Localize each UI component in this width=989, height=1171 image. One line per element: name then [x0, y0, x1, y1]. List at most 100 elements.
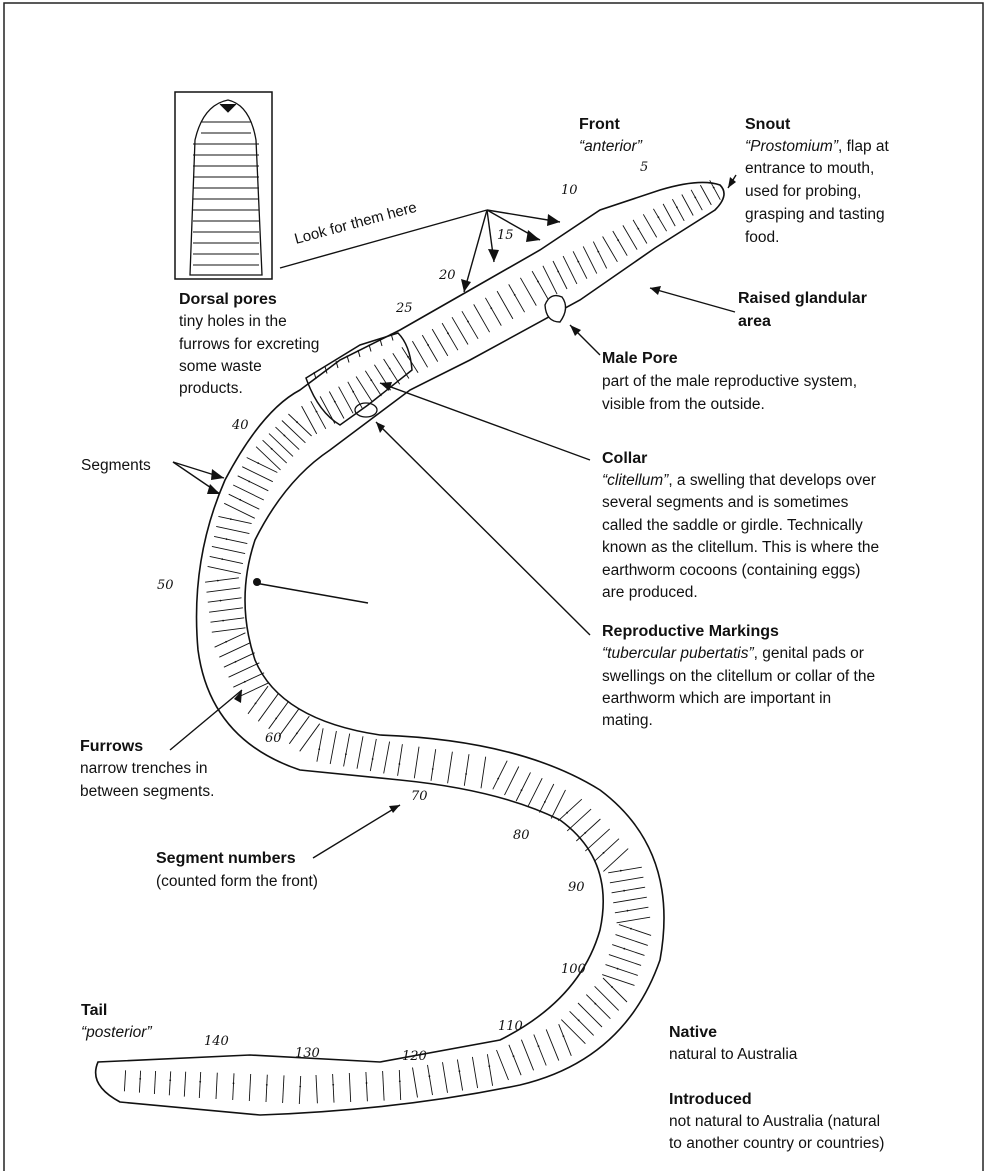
raised-line-1: Raised glandular — [738, 288, 867, 311]
snout-line-5: food. — [745, 227, 779, 250]
worm-furrow — [414, 747, 419, 779]
setae-dot — [432, 768, 434, 770]
setae-dot — [235, 661, 237, 663]
setae-dot — [566, 812, 568, 814]
worm-furrow — [393, 353, 409, 378]
worm-furrow — [317, 728, 323, 761]
worm-furrow — [333, 1074, 334, 1103]
repro-line-1: “tubercular pubertatis”, genital pads or — [602, 643, 864, 666]
setae-dot — [230, 518, 232, 520]
setae-dot — [332, 1084, 334, 1086]
worm-furrow — [209, 608, 243, 612]
seg-num-60: 60 — [265, 731, 282, 746]
worm-furrow — [616, 935, 648, 946]
setae-dot — [266, 1084, 268, 1086]
worm-furrow — [339, 387, 354, 414]
setae-dot — [220, 600, 222, 602]
worm-furrow — [384, 359, 400, 384]
setae-dot — [299, 1086, 301, 1088]
worm-furrow — [233, 673, 264, 687]
setae-dot — [623, 890, 625, 892]
native-title: Native — [669, 1022, 717, 1045]
segment-numbers-title: Segment numbers — [156, 848, 296, 871]
worm-furrow — [540, 784, 554, 813]
worm-furrow — [543, 266, 557, 294]
setae-dot — [233, 1082, 235, 1084]
worm-furrow — [462, 311, 478, 339]
worm-furrow — [356, 377, 372, 402]
worm-furrow — [567, 809, 591, 831]
introduced-line-1: not natural to Australia (natural — [669, 1111, 880, 1134]
worm-furrow — [457, 1060, 462, 1091]
worm-furrow — [208, 566, 241, 573]
worm-furrow — [603, 849, 628, 872]
worm-furrow — [242, 467, 273, 482]
seg-num-130: 130 — [295, 1046, 320, 1061]
setae-dot — [284, 435, 286, 437]
setae-dot — [620, 870, 622, 872]
setae-dot — [447, 332, 449, 334]
furrows-line-2: between segments. — [80, 781, 214, 804]
worm-furrow — [487, 1054, 492, 1086]
worm-furrow — [612, 945, 644, 956]
worm-furrow — [207, 588, 241, 592]
worm-furrow — [573, 251, 587, 278]
worm-furrow — [344, 734, 350, 767]
worm-furrow — [205, 578, 239, 582]
worm-furrow — [643, 214, 656, 237]
snout-line-4: grasping and tasting — [745, 204, 885, 227]
worm-furrow — [256, 447, 280, 470]
worm-furrow — [238, 683, 269, 697]
setae-dot — [389, 368, 391, 370]
worm-furrow — [442, 323, 458, 350]
setae-dot — [345, 753, 347, 755]
collar-line-5: earthworm cocoons (containing eggs) — [602, 560, 860, 583]
collar-line-2: several segments and is sometimes — [602, 492, 848, 515]
collar-line-1: “clitellum”, a swelling that develops ov… — [602, 470, 876, 493]
setae-dot — [318, 748, 320, 750]
worm-furrow — [282, 421, 306, 443]
furrows-title: Furrows — [80, 736, 143, 759]
worm-furrow — [613, 897, 647, 903]
worm-furrow — [559, 1024, 572, 1056]
worm-furrow — [289, 716, 309, 744]
snout-title: Snout — [745, 114, 790, 137]
front-sub: “anterior” — [579, 136, 642, 159]
seg-num-10: 10 — [561, 183, 578, 198]
worm-furrow — [348, 382, 362, 408]
worm-furrow — [593, 242, 606, 269]
worm-furrow — [612, 887, 646, 893]
dorsal-pores-line-2: furrows for excreting — [179, 334, 319, 357]
seg-num-20: 20 — [439, 268, 456, 283]
worm-furrow — [238, 476, 269, 491]
worm-furrow — [610, 877, 644, 883]
worm-furrow — [432, 329, 448, 356]
worm-furrow — [210, 556, 243, 563]
seg-num-140: 140 — [204, 1034, 229, 1049]
seg-num-25: 25 — [396, 301, 413, 316]
worm-furrow — [214, 536, 247, 543]
setae-dot — [537, 281, 539, 283]
collar-line-3: called the saddle or girdle. Technically — [602, 515, 863, 538]
worm-furrow — [229, 494, 260, 509]
worm-furrow — [682, 195, 693, 216]
worm-furrow — [365, 371, 381, 396]
worm-furrow — [233, 1073, 234, 1100]
snout-line-3: used for probing, — [745, 181, 861, 204]
worm-furrow — [448, 752, 453, 784]
introduced-title: Introduced — [669, 1089, 752, 1112]
worm-furrow — [551, 790, 565, 819]
worm-furrow — [532, 271, 548, 299]
setae-dot — [352, 391, 354, 393]
worm-furrow — [663, 204, 675, 226]
collar-rest: , a swelling that develops over — [668, 472, 876, 489]
worm-furrow — [443, 1062, 448, 1093]
repro-line-4: mating. — [602, 710, 653, 733]
worm-furrow — [215, 633, 246, 647]
worm-furrow — [398, 744, 403, 776]
setae-dot — [399, 1080, 401, 1082]
setae-dot — [257, 462, 259, 464]
worm-furrow — [311, 401, 326, 429]
setae-dot — [217, 580, 219, 582]
worm-furrow — [509, 284, 525, 312]
